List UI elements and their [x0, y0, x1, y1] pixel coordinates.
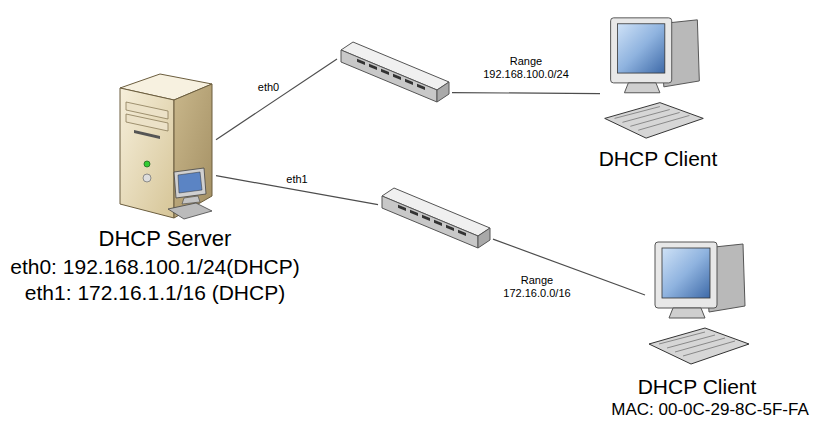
icon-shape: [120, 74, 212, 219]
client-node-icon: [645, 232, 751, 372]
client-name: DHCP Client: [638, 374, 757, 399]
range-label: Range 192.168.100.0/24: [474, 55, 578, 80]
server-node: DHCP Servereth0: 192.168.100.1/24(DHCP)e…: [112, 68, 216, 224]
server-node-icon: [112, 68, 216, 224]
icon-shape: [605, 18, 704, 138]
client-node: DHCP Client: [600, 8, 706, 146]
network-link: [216, 59, 337, 140]
mac-address: MAC: 00-0C-29-8C-5F-FA: [611, 400, 808, 420]
switch-node-icon: [378, 183, 493, 255]
interface-address: eth1: 172.16.1.1/16 (DHCP): [25, 280, 285, 305]
client-node-icon: [600, 8, 706, 146]
interface-address: eth0: 192.168.100.1/24(DHCP): [10, 254, 300, 279]
switch-node: [378, 183, 493, 255]
interface-label: eth0: [256, 81, 281, 94]
switch-node-icon: [337, 38, 452, 108]
icon-shape: [649, 242, 749, 364]
client-node: DHCP ClientMAC: 00-0C-29-8C-5F-FA: [645, 232, 751, 372]
switch-node: [337, 38, 452, 108]
range-label: Range 172.16.0.0/16: [495, 274, 579, 299]
interface-label: eth1: [284, 173, 309, 186]
network-link: [452, 92, 600, 94]
icon-shape: [382, 188, 490, 248]
client-name: DHCP Client: [599, 146, 718, 171]
icon-shape: [341, 42, 449, 102]
server-name: DHCP Server: [99, 226, 232, 252]
